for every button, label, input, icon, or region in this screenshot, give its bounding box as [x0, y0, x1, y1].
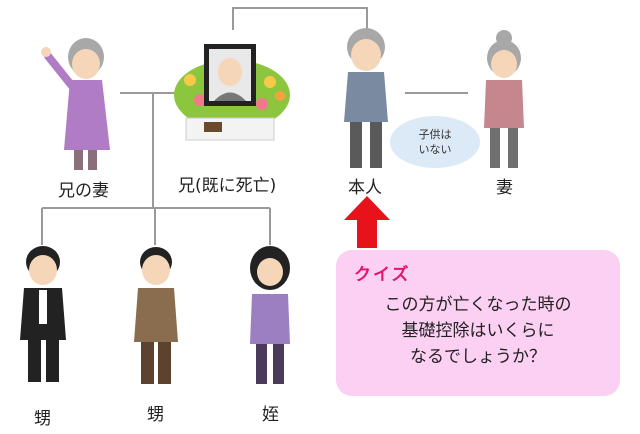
label-nephew-2: 甥: [147, 405, 164, 425]
man-in-tuxedo-icon: [20, 246, 66, 382]
label-self: 本人: [348, 178, 382, 198]
elderly-woman-waving-icon: [41, 38, 110, 170]
no-children-note-bubble: 子供は いない: [390, 116, 480, 168]
label-nephew-1: 甥: [34, 409, 51, 429]
funeral-portrait-altar-icon: [174, 44, 290, 141]
label-brother: 兄(既に死亡): [178, 176, 277, 196]
woman-in-purple-cardigan-icon: [250, 246, 290, 384]
label-niece: 姪: [262, 405, 279, 425]
quiz-question: この方が亡くなった時の 基礎控除はいくらに なるでしょうか？: [336, 292, 620, 370]
quiz-line-2: 基礎控除はいくらに: [401, 321, 555, 341]
man-in-brown-suit-icon: [134, 247, 178, 384]
elderly-man-icon: [344, 28, 388, 168]
quiz-line-3: なるでしょうか？: [410, 347, 546, 367]
label-sister-in-law: 兄の妻: [58, 181, 109, 201]
quiz-line-1: この方が亡くなった時の: [384, 295, 572, 315]
note-line-2: いない: [418, 143, 452, 156]
note-line-1: 子供は: [418, 128, 452, 141]
elderly-woman-icon: [484, 30, 524, 168]
quiz-box: クイズ この方が亡くなった時の 基礎控除はいくらに なるでしょうか？: [336, 250, 620, 396]
label-wife: 妻: [496, 178, 513, 198]
sibling-connector: [232, 7, 368, 30]
red-up-arrow: [344, 196, 390, 248]
quiz-title: クイズ: [354, 265, 411, 285]
